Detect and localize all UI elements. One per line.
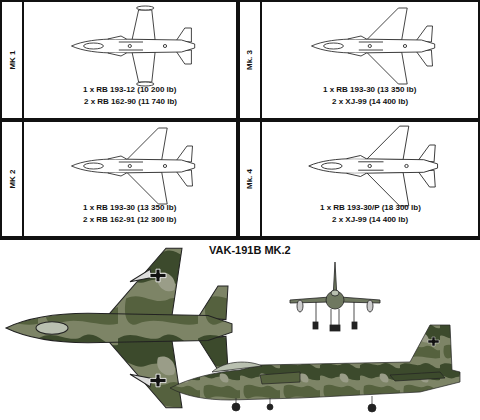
engine-spec: 1 x RB 193-30/P (18 300 lb): [320, 204, 421, 212]
engine-spec: 1 x RB 193-30 (13 350 lb): [323, 86, 416, 94]
engine-spec: 2 x RB 162-90 (11 740 lb): [84, 98, 177, 106]
mark-label: MK 2: [9, 169, 17, 188]
panel-grounds: [2, 2, 478, 236]
title: VAK-191B MK.2: [209, 244, 291, 256]
mk3-plan: [312, 8, 435, 84]
mk2-plan: [72, 128, 195, 204]
side-view: [170, 325, 460, 412]
mk1-plan: [72, 6, 195, 86]
front-view: [290, 262, 380, 331]
variant-panel: MK 2 1 x RB 193-30 (13 350 lb) 2 x RB 162-…: [2, 122, 236, 236]
panel-frame: [0, 0, 480, 240]
variant-panel: Mk. 3 1 x RB 193-30 (13 350 lb) 2 x XJ-99 …: [240, 2, 478, 118]
engine-spec: 2 x XJ-99 (14 400 lb): [332, 98, 408, 106]
engine-spec: 1 x RB 193-30 (13 350 lb): [83, 204, 176, 212]
mk4-plan: [309, 126, 438, 206]
variant-panel: MK 1 1 x RB 193-12 (10 200 lb) 2 x RB 162-…: [2, 2, 236, 118]
mark-label: Mk. 3: [246, 50, 254, 70]
engine-spec: 2 x RB 162-91 (12 300 lb): [83, 216, 176, 224]
engine-spec: 2 x XJ-99 (14 400 lb): [332, 216, 408, 224]
engine-spec: 1 x RB 193-12 (10 200 lb): [83, 86, 176, 94]
mark-label: MK 1: [9, 50, 17, 69]
variant-panel: Mk. 4 1 x RB 193-30/P (18 300 lb) 2 x XJ-9…: [240, 122, 478, 236]
mark-label: Mk. 4: [246, 169, 254, 189]
